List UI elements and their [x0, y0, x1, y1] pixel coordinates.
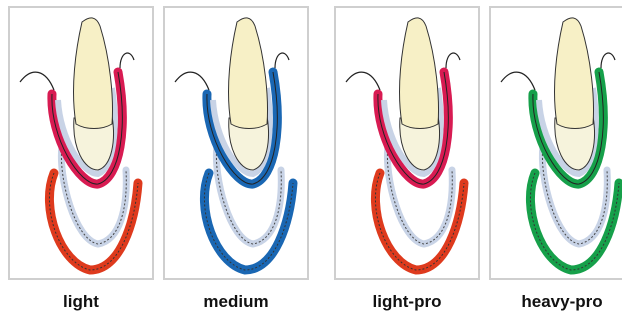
panel-heavy-pro — [489, 6, 622, 280]
caption-heavy-pro: heavy-pro — [489, 292, 622, 312]
tooth-illustration — [491, 8, 622, 278]
caption-light: light — [8, 292, 154, 312]
tooth-illustration — [10, 8, 152, 278]
lip-left-line — [501, 72, 535, 90]
lip-left-line — [346, 72, 380, 90]
panel-light-pro — [334, 6, 480, 280]
lip-right-line — [275, 53, 289, 68]
lip-right-line — [446, 53, 460, 68]
panel-medium — [163, 6, 309, 280]
tooth-crown-shape — [229, 18, 268, 129]
caption-light-pro: light-pro — [334, 292, 480, 312]
tooth-illustration — [165, 8, 307, 278]
tooth-crown-shape — [74, 18, 113, 129]
lip-right-line — [601, 53, 615, 68]
lip-left-line — [20, 72, 54, 90]
lip-right-line — [120, 53, 134, 68]
tooth-crown-shape — [400, 18, 439, 129]
caption-medium: medium — [163, 292, 309, 312]
panel-light — [8, 6, 154, 280]
tooth-crown-shape — [555, 18, 594, 129]
lip-left-line — [175, 72, 209, 90]
tooth-illustration — [336, 8, 478, 278]
